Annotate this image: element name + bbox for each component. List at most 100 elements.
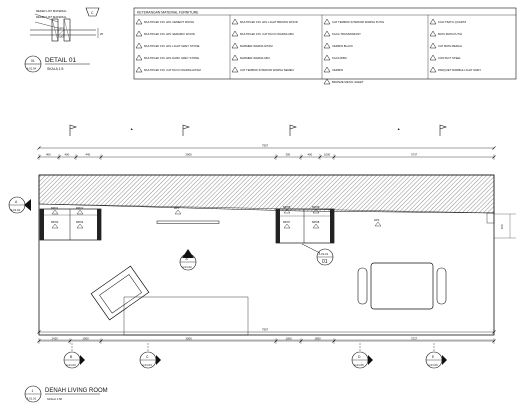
table-chairs bbox=[357, 262, 447, 310]
svg-text:A.01.03: A.01.03 bbox=[66, 363, 76, 367]
svg-text:MULTIPLEK FIN. HPL LIGHT GREY: MULTIPLEK FIN. HPL LIGHT GREY STONE bbox=[144, 44, 200, 48]
section-mark-a-left[interactable]: A A.01.02 bbox=[8, 196, 31, 214]
dimension-label: 3737 bbox=[411, 153, 418, 157]
dimension-label: 1000 bbox=[286, 337, 293, 341]
dimension-label: 1000 bbox=[324, 153, 331, 157]
svg-text:D: D bbox=[358, 355, 361, 359]
svg-text:HP1: HP1 bbox=[374, 218, 380, 222]
svg-text:A.01.01: A.01.01 bbox=[27, 397, 37, 401]
legend-title: KETERANGAN MATERIAL FURNITURE bbox=[137, 10, 199, 14]
tag-triangle-icon bbox=[312, 223, 320, 229]
legend-item: CERMIN bbox=[323, 66, 343, 73]
tag-triangle-icon bbox=[76, 209, 84, 215]
svg-text:100: 100 bbox=[500, 224, 504, 229]
legend-item: CAT BATA MERAH bbox=[429, 42, 462, 49]
section-mark-a-center[interactable]: A A.01.02 bbox=[179, 249, 197, 271]
section-mark-e[interactable]: EA.01.06 bbox=[425, 343, 447, 369]
svg-text:A: A bbox=[15, 200, 18, 204]
svg-text:KULIT BATU QUARTZ: KULIT BATU QUARTZ bbox=[438, 20, 466, 24]
detail-01: REFER LIST MATERIAL REFER LIST MATERIAL … bbox=[24, 7, 104, 73]
legend-item: CAT TEMBOK INTERIOR WARNA PUTIH bbox=[323, 18, 384, 25]
svg-text:A.01.01: A.01.01 bbox=[319, 252, 329, 256]
legend-item: CONTACT STEEL bbox=[429, 54, 461, 61]
dimension-label: 400 bbox=[46, 153, 51, 157]
material-triangle-icon bbox=[135, 30, 143, 37]
svg-text:MULTIPLEK FIN. HPL DARK GREY S: MULTIPLEK FIN. HPL DARK GREY STONE bbox=[144, 56, 199, 60]
legend-item: MULTIPLEK FIN. CAT DUCO WARNA HITAM bbox=[135, 66, 201, 73]
legend-item: MULTIPLEK FIN. CAT DUCO WARNA ABU bbox=[231, 30, 294, 37]
material-tag: MP07 bbox=[283, 220, 291, 229]
material-triangle-icon bbox=[429, 54, 437, 61]
svg-text:A.01.04: A.01.04 bbox=[142, 363, 152, 367]
legend-item: MULTIPLEK FIN. HPL SERAMIC WOOD bbox=[135, 30, 195, 37]
material-triangle-icon bbox=[429, 66, 437, 73]
dimension-label: 1850 bbox=[315, 337, 322, 341]
left-cabinet bbox=[39, 208, 102, 241]
legend-item: MARMER WARNA HITAM bbox=[231, 42, 273, 49]
svg-text:01: 01 bbox=[322, 259, 328, 265]
section-mark-d[interactable]: DA.01.05 bbox=[351, 343, 373, 369]
tag-triangle-icon bbox=[312, 208, 320, 214]
detail-note-bottom: REFER LIST MATERIAL bbox=[36, 15, 67, 19]
detail-scale: SKALA 1:5 bbox=[47, 67, 64, 71]
tag-triangle-icon bbox=[51, 209, 59, 215]
dimension-label: 400 bbox=[308, 153, 313, 157]
svg-text:MULTIPLEK FIN. HPL CEMENT FINI: MULTIPLEK FIN. HPL CEMENT FINISH bbox=[144, 20, 194, 24]
material-triangle-icon bbox=[323, 18, 331, 25]
material-triangle-icon bbox=[429, 30, 437, 37]
svg-text:KACA RIBU: KACA RIBU bbox=[332, 56, 347, 60]
svg-text:E: E bbox=[432, 355, 435, 359]
tag-triangle-icon bbox=[76, 223, 84, 229]
svg-text:CAT TEMBOK INTERIOR WARNA SEME: CAT TEMBOK INTERIOR WARNA SEMEN bbox=[240, 68, 294, 72]
material-triangle-icon bbox=[429, 42, 437, 49]
material-tag: MP03 bbox=[51, 220, 59, 229]
svg-text:CERMIN: CERMIN bbox=[332, 68, 343, 72]
carpet bbox=[123, 296, 249, 336]
svg-text:C: C bbox=[146, 355, 149, 359]
svg-text:MULTIPLEK FIN. HPL LIGHT BROWN: MULTIPLEK FIN. HPL LIGHT BROWN WOOD bbox=[240, 20, 298, 24]
material-triangle-icon bbox=[231, 66, 239, 73]
svg-text:25: 25 bbox=[100, 32, 104, 36]
legend-item: MULTIPLEK FIN. HPL LIGHT BROWN WOOD bbox=[231, 18, 298, 25]
svg-text:MARMER WARNA ABU: MARMER WARNA ABU bbox=[240, 56, 270, 60]
detail-callout-01[interactable]: A.01.01 01 bbox=[301, 243, 334, 266]
detail-title: DETAIL 01 bbox=[45, 57, 76, 64]
dimension-total: 7957 bbox=[262, 328, 269, 332]
svg-text:MARMER WARNA HITAM: MARMER WARNA HITAM bbox=[240, 44, 273, 48]
legend-item: CAT TEMBOK INTERIOR WARNA SEMEN bbox=[231, 66, 294, 73]
plan-scale: SKALA 1:50 bbox=[47, 397, 63, 401]
svg-text:B: B bbox=[70, 355, 73, 359]
svg-text:A.01.02: A.01.02 bbox=[11, 208, 21, 212]
plan-title-block: 1 A.01.01 DENAH LIVING ROOM SKALA 1:50 bbox=[24, 385, 108, 403]
section-mark-c[interactable]: C A.01.04 bbox=[139, 343, 161, 369]
svg-text:A.01.02: A.01.02 bbox=[182, 265, 192, 269]
material-tag: MP08 bbox=[312, 220, 320, 229]
section-mark-b[interactable]: B A.01.03 bbox=[63, 343, 85, 369]
svg-text:MULTIPLEK FIN. CAT DUCO WARNA: MULTIPLEK FIN. CAT DUCO WARNA ABU bbox=[240, 32, 294, 36]
legend-item: BRONZE METAL SHEET bbox=[323, 78, 364, 85]
material-triangle-icon bbox=[323, 30, 331, 37]
armchair bbox=[90, 265, 150, 321]
svg-text:CAT BATA MERAH: CAT BATA MERAH bbox=[438, 44, 462, 48]
svg-text:CERMIN BLACK: CERMIN BLACK bbox=[332, 44, 353, 48]
material-legend: KETERANGAN MATERIAL FURNITURE MULTIPLEK … bbox=[133, 7, 517, 85]
detail-note-top: REFER LIST MATERIAL bbox=[36, 9, 67, 13]
svg-text:MP07: MP07 bbox=[283, 220, 291, 224]
material-triangle-icon bbox=[231, 54, 239, 61]
dimension-label: 2900 bbox=[186, 153, 193, 157]
svg-text:MP03: MP03 bbox=[51, 220, 59, 224]
legend-item: MULTIPLEK FIN. HPL CEMENT FINISH bbox=[135, 18, 194, 25]
material-triangle-icon bbox=[135, 42, 143, 49]
material-tag: MP02 bbox=[76, 206, 84, 215]
tag-triangle-icon bbox=[51, 223, 59, 229]
svg-text:BATU BATA PUTIH: BATU BATA PUTIH bbox=[438, 32, 462, 36]
detail-callout-letter: C bbox=[91, 11, 94, 15]
plan-title: DENAH LIVING ROOM bbox=[45, 388, 108, 394]
material-triangle-icon bbox=[231, 42, 239, 49]
legend-item: KULIT BATU QUARTZ bbox=[429, 18, 466, 25]
legend-item: MULTIPLEK FIN. HPL DARK GREY STONE bbox=[135, 54, 199, 61]
material-triangle-icon bbox=[135, 18, 143, 25]
material-tag: HP1 bbox=[374, 218, 382, 227]
